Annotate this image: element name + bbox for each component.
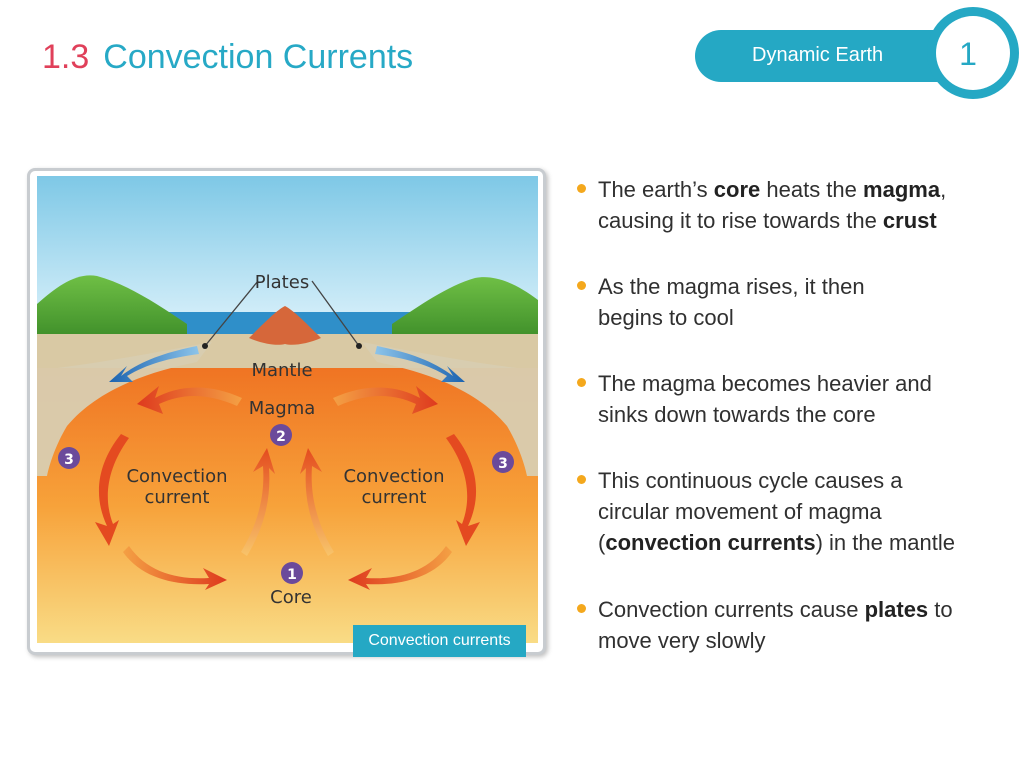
bullet-dot (577, 184, 586, 193)
label-plates: Plates (255, 272, 309, 293)
label-core: Core (270, 587, 312, 608)
marker-1: 1 (287, 567, 297, 583)
bullet-line: Convection currents cause plates to (598, 597, 953, 622)
bullet-dot (577, 378, 586, 387)
title-text: Convection Currents (103, 38, 414, 76)
bullet-line: As the magma rises, it then (598, 274, 865, 299)
marker-3-right: 3 (498, 456, 508, 472)
figure-caption: Convection currents (353, 625, 526, 657)
bullet-item: This continuous cycle causes a circular … (574, 465, 994, 558)
unit-label: Dynamic Earth (752, 44, 884, 66)
convection-diagram: Plates Mantle Magma Convection current C… (37, 176, 538, 643)
bullet-item: Convection currents cause plates to move… (574, 594, 994, 656)
bullet-line: (convection currents) in the mantle (598, 530, 956, 555)
bullet-line: circular movement of magma (598, 499, 882, 524)
bullet-dot (577, 281, 586, 290)
label-mantle: Mantle (251, 360, 312, 381)
bullet-line: causing it to rise towards the crust (598, 208, 937, 233)
unit-badge-inner (936, 16, 1010, 90)
bullet-line: begins to cool (598, 305, 734, 330)
bullet-line: The magma becomes heavier and (598, 371, 932, 396)
bullet-line: sinks down towards the core (598, 402, 876, 427)
label-magma: Magma (249, 398, 316, 419)
section-number: 1.3 (42, 38, 90, 76)
slide-title: 1.3 Convection Currents (42, 38, 413, 77)
bullet-line: The earth’s core heats the magma, (598, 177, 947, 202)
bullet-item: As the magma rises, it then begins to co… (574, 271, 994, 333)
label-convection-left: Convection (126, 466, 227, 487)
label-convection-right: Convection (343, 466, 444, 487)
marker-2: 2 (276, 429, 286, 445)
bullet-dot (577, 475, 586, 484)
bullet-item: The earth’s core heats the magma, causin… (574, 174, 994, 236)
label-current-left: current (145, 487, 210, 508)
marker-3-left: 3 (64, 452, 74, 468)
label-current-right: current (362, 487, 427, 508)
bullet-list: The earth’s core heats the magma, causin… (574, 174, 994, 656)
bullet-dot (577, 604, 586, 613)
bullet-item: The magma becomes heavier and sinks down… (574, 368, 994, 430)
bullet-line: move very slowly (598, 628, 766, 653)
bullet-line: This continuous cycle causes a (598, 468, 903, 493)
unit-number: 1 (959, 36, 977, 72)
unit-tab (695, 30, 965, 82)
